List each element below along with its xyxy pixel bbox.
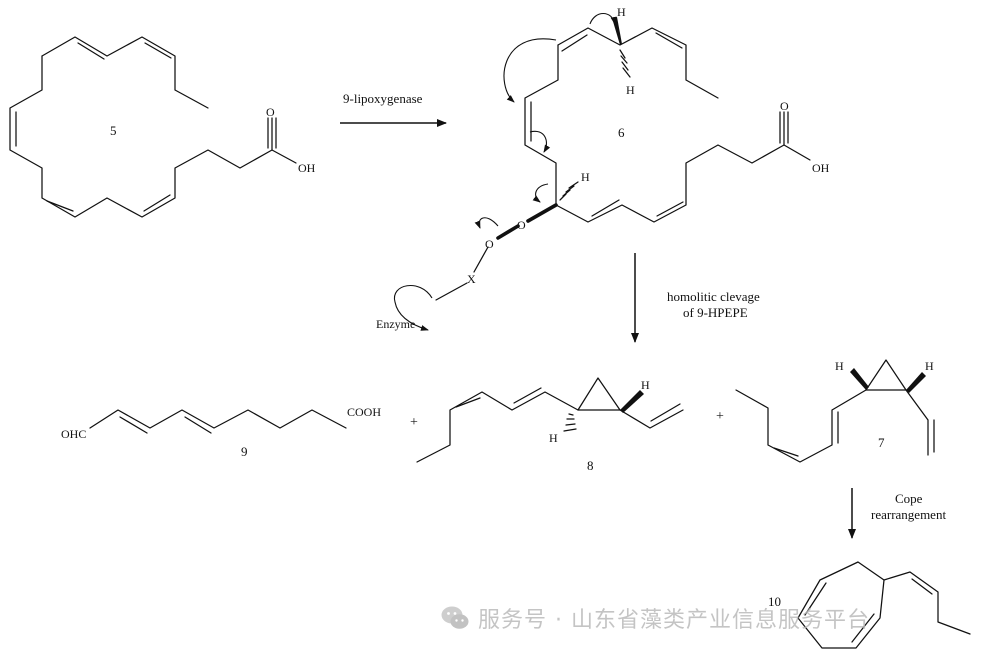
wechat-icon	[441, 606, 469, 629]
step1-enzyme-label: 9-lipoxygenase	[343, 91, 423, 106]
compound-7-h-left: H	[835, 359, 844, 373]
compound-5-label: 5	[110, 123, 117, 138]
step2-label-line1: homolitic clevage	[667, 289, 760, 304]
step2-label-line2: of 9-HPEPE	[683, 305, 748, 320]
compound-6-oxygen-2: O	[485, 237, 494, 251]
watermark-text: 服务号 · 山东省藻类产业信息服务平台	[478, 608, 870, 633]
compound-9-structure	[89, 409, 347, 434]
compound-10-structure	[797, 561, 971, 649]
compound-6-oxygen-1: O	[517, 218, 526, 232]
compound-6-carbonyl-o: O	[780, 99, 789, 113]
compound-6-h-c9: H	[581, 170, 590, 184]
compound-8-label: 8	[587, 458, 594, 473]
compound-7-label: 7	[878, 435, 885, 450]
compound-6-label: 6	[618, 125, 625, 140]
step3-label-line2: rearrangement	[871, 507, 946, 522]
enzyme-x-atom: X	[467, 272, 476, 286]
compound-5-structure	[9, 36, 297, 218]
compound-7-h-right: H	[925, 359, 934, 373]
compound-6-structure	[435, 17, 811, 301]
step3-label-line1: Cope	[895, 491, 923, 506]
enzyme-label: Enzyme	[376, 317, 415, 331]
compound-9-label: 9	[241, 444, 248, 459]
compound-6-hydroxyl: OH	[812, 161, 830, 175]
compound-6-h-bottom: H	[626, 83, 635, 97]
compound-7-structure	[735, 359, 935, 463]
compound-6-h-top: H	[617, 5, 626, 19]
watermark: 服务号 · 山东省藻类产业信息服务平台	[440, 600, 870, 636]
compound-8-h-right: H	[641, 378, 650, 392]
compound-5-carbonyl-o: O	[266, 105, 275, 119]
compound-9-carboxyl: COOH	[347, 405, 381, 419]
compound-5-hydroxyl: OH	[298, 161, 316, 175]
compound-9-aldehyde: OHC	[61, 427, 86, 441]
electron-pushing-arrows	[394, 12, 617, 331]
compound-8-structure	[416, 377, 684, 463]
compound-8-h-left: H	[549, 431, 558, 445]
plus-sign-1: +	[410, 415, 418, 430]
compound-10-label: 10	[768, 594, 781, 609]
plus-sign-2: +	[716, 409, 724, 424]
